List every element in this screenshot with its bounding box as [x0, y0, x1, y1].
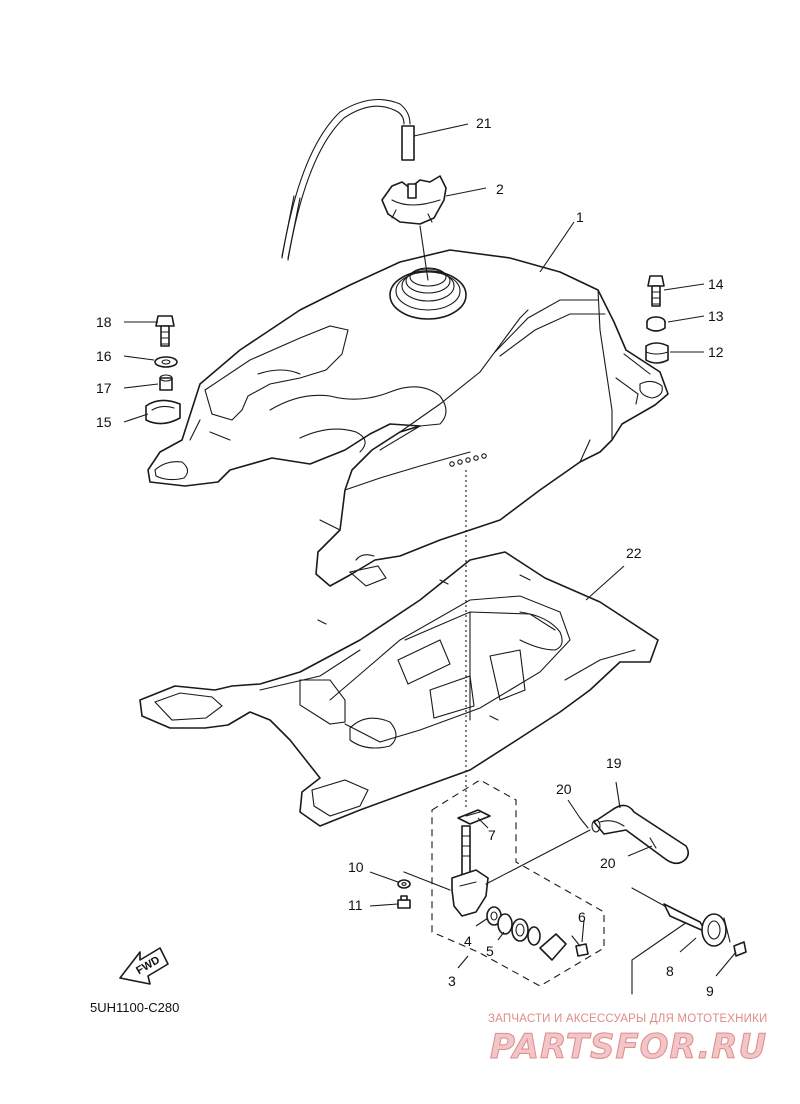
- callout-18: 18: [96, 314, 112, 330]
- callout-3: 3: [448, 973, 456, 989]
- tank-cap-part-2: [381, 175, 447, 281]
- callout-16: 16: [96, 348, 112, 364]
- callout-9: 9: [706, 983, 714, 999]
- callout-22: 22: [626, 545, 642, 561]
- tank-cover-part-22: [139, 551, 659, 827]
- callout-11: 11: [348, 897, 363, 913]
- callout-19: 19: [606, 755, 622, 771]
- callout-10: 10: [348, 859, 364, 875]
- callout-4: 4: [464, 933, 472, 949]
- callout-7: 7: [488, 827, 496, 843]
- screws-parts-10-11: [397, 879, 411, 909]
- watermark: ЗАПЧАСТИ И АКСЕССУАРЫ ДЛЯ МОТОТЕХНИКИ PA…: [488, 1013, 768, 1068]
- callout-1: 1: [576, 209, 584, 225]
- fuel-cock-assembly-part-3: [403, 779, 605, 987]
- fuel-hose-part-19: [579, 804, 690, 865]
- diagram-code: 5UH1100-C280: [90, 1000, 179, 1015]
- mount-hardware-left: [145, 315, 181, 425]
- callout-21: 21: [476, 115, 492, 131]
- callout-8: 8: [666, 963, 674, 979]
- leader-lines: [123, 123, 737, 977]
- watermark-brand: PARTSFOR.RU: [490, 1027, 767, 1067]
- callout-labels: 21 2 1 14 13 12 18 16 17 15 22 7 10 11 4…: [96, 115, 724, 999]
- callout-20-upper: 20: [556, 781, 572, 797]
- callout-13: 13: [708, 308, 724, 324]
- watermark-caption: ЗАПЧАСТИ И АКСЕССУАРЫ ДЛЯ МОТОТЕХНИКИ: [488, 1013, 768, 1025]
- callout-17: 17: [96, 380, 112, 396]
- callout-12: 12: [708, 344, 724, 360]
- breather-hose-part-21: [281, 99, 415, 261]
- callout-5: 5: [486, 943, 494, 959]
- cock-lever-parts-8-9: [631, 887, 747, 995]
- callout-20-lower: 20: [600, 855, 616, 871]
- fuel-tank-part-1: [147, 249, 669, 587]
- fwd-arrow: FWD: [119, 947, 169, 985]
- callout-2: 2: [496, 181, 504, 197]
- callout-14: 14: [708, 276, 724, 292]
- callout-6: 6: [578, 909, 586, 925]
- callout-15: 15: [96, 414, 112, 430]
- mount-hardware-right: [645, 275, 669, 364]
